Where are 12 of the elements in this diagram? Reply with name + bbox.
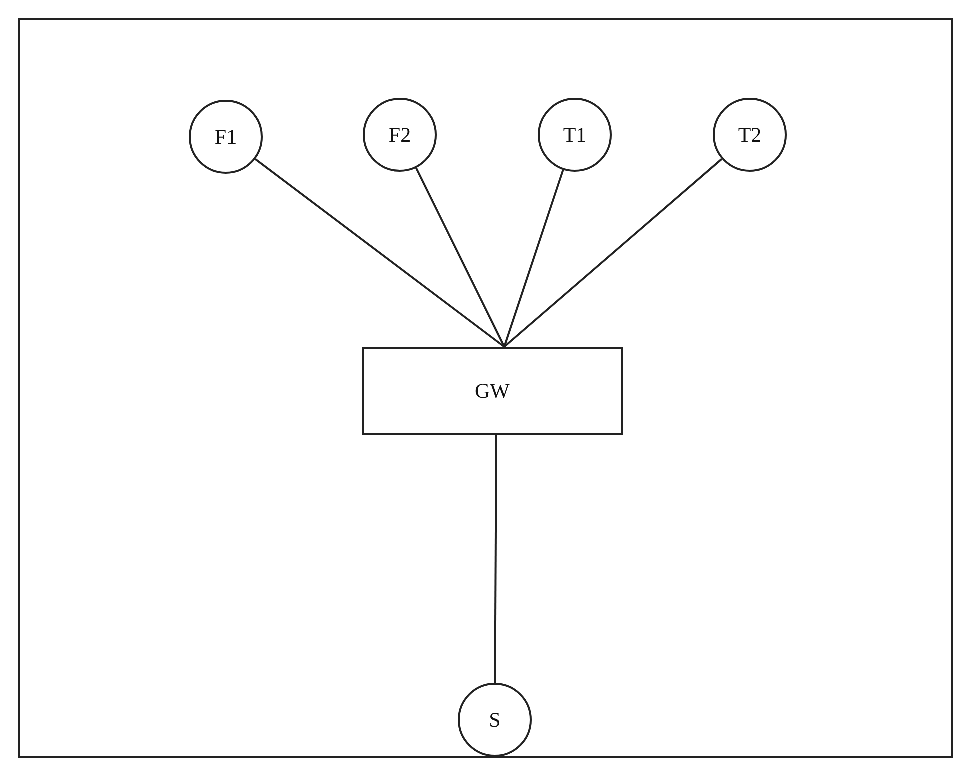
node-label: GW	[475, 378, 510, 404]
node-label: T1	[563, 122, 587, 148]
connector-line	[494, 435, 498, 683]
node-box	[362, 347, 623, 435]
connector-line	[415, 168, 506, 348]
node-label: F2	[388, 122, 412, 148]
node-label: S	[489, 708, 501, 732]
connector-line	[254, 158, 506, 348]
connector-line	[504, 158, 723, 348]
node-label: F1	[214, 124, 238, 150]
connector-line	[504, 170, 564, 348]
node-label: T2	[738, 122, 762, 148]
